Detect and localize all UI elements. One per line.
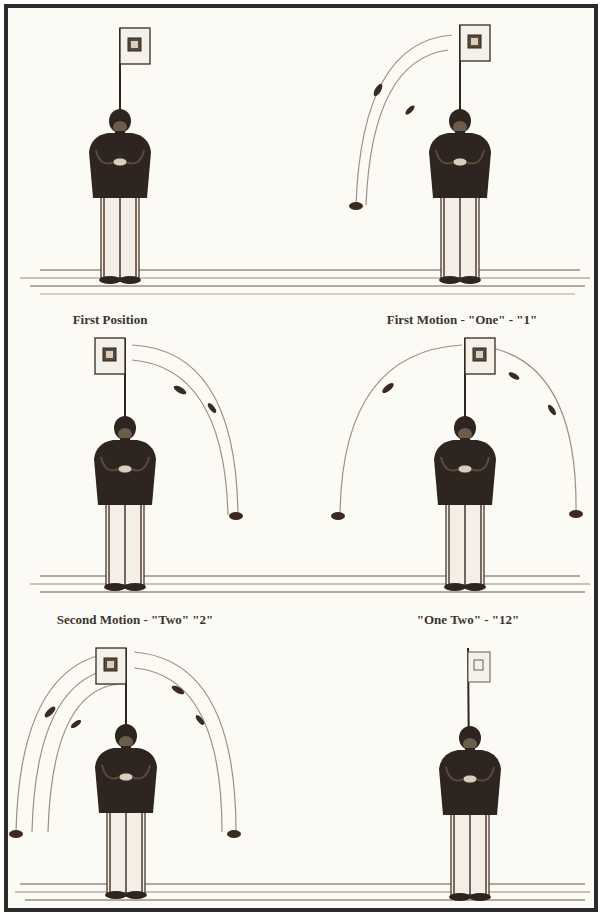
ground — [15, 270, 590, 900]
motion-caption: "One Two" - "12" — [417, 612, 519, 628]
motion-caption: First Motion - "One" - "1" — [387, 312, 538, 328]
picture-frame — [4, 4, 598, 912]
signalmen — [89, 25, 501, 901]
flag-marks — [9, 82, 583, 838]
motion-caption: First Position — [73, 312, 148, 328]
motion-caption: Second Motion - "Two" "2" — [57, 612, 213, 628]
motion-arcs — [16, 35, 576, 832]
